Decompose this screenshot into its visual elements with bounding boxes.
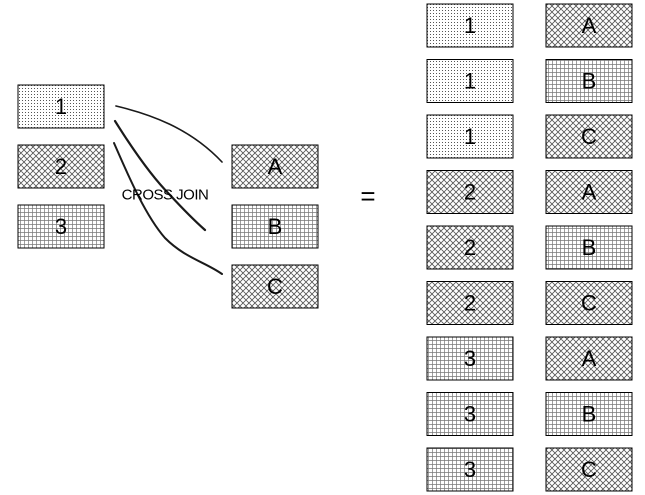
left-cell: 3: [17, 204, 105, 249]
result-right-cell-box: [545, 3, 633, 48]
left-table: 1 2 3: [17, 84, 105, 249]
left-cell-box: [17, 144, 105, 189]
connector-line-to-c: [113, 142, 223, 275]
result-left-cell-label: 2: [464, 235, 476, 260]
result-right-cell-label: A: [582, 13, 597, 38]
result-left-cell-box: [426, 59, 514, 103]
result-right-cell-label: B: [582, 402, 597, 427]
right-cell-label: A: [268, 154, 283, 179]
right-cell-box: [231, 264, 319, 309]
connector-line-to-b: [113, 119, 207, 232]
result-left-cell-label: 3: [464, 346, 476, 371]
result-left-cell-box: [426, 114, 514, 159]
result-left-cell-label: 2: [464, 291, 476, 316]
result-right-cell-box: [545, 114, 633, 159]
result-left-cell-label: 3: [464, 457, 476, 482]
result-right-cell-box: [545, 281, 633, 325]
left-cell: 2: [17, 144, 105, 189]
result-left-cell-label: 1: [464, 13, 476, 38]
right-cell-label: C: [267, 274, 283, 299]
result-left-cell-box: [426, 170, 514, 214]
result-right-cell-box: [545, 392, 633, 436]
result-right-cell-label: B: [582, 235, 597, 260]
right-cell: C: [231, 264, 319, 309]
result-right-cell-label: C: [581, 457, 597, 482]
right-cell: A: [231, 144, 319, 189]
result-right-cell-label: C: [581, 291, 597, 316]
result-left-cell-box: [426, 392, 514, 436]
connector-lines: [113, 105, 223, 275]
equals-sign: =: [360, 181, 375, 211]
result-left-cell-label: 2: [464, 180, 476, 205]
left-cell-box: [17, 84, 105, 129]
result-right-cell-label: A: [582, 180, 597, 205]
result-left-cell-box: [426, 3, 514, 48]
result-left-cell-box: [426, 281, 514, 325]
connector-line-to-a: [115, 105, 223, 163]
left-cell-box: [17, 204, 105, 249]
result-right-cell-box: [545, 336, 633, 381]
result-right-cell-box: [545, 59, 633, 103]
result-left-cell-label: 1: [464, 69, 476, 94]
result-left-cell-label: 1: [464, 124, 476, 149]
left-cell: 1: [17, 84, 105, 129]
result-left-cell-box: [426, 447, 514, 492]
result-left-cell-label: 3: [464, 402, 476, 427]
right-cell-box: [231, 144, 319, 189]
right-cell-box: [231, 204, 319, 249]
right-table: A B C: [231, 144, 319, 309]
left-cell-label: 3: [55, 214, 67, 239]
result-left-cell-box: [426, 225, 514, 270]
result-left-cell-box: [426, 336, 514, 381]
left-cell-label: 1: [55, 94, 67, 119]
right-cell-label: B: [268, 214, 283, 239]
left-cell-label: 2: [55, 154, 67, 179]
result-right-cell-label: A: [582, 346, 597, 371]
result-right-cell-label: B: [582, 69, 597, 94]
result-right-cell-label: C: [581, 124, 597, 149]
result-right-cell-box: [545, 170, 633, 214]
right-cell: B: [231, 204, 319, 249]
result-right-cell-box: [545, 225, 633, 270]
result-right-cell-box: [545, 447, 633, 492]
cross-join-label: CROSS JOIN: [122, 187, 209, 204]
